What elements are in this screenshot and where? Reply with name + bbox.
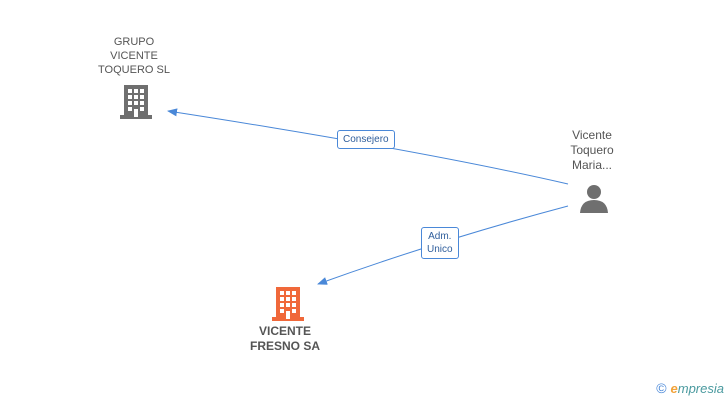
node-label-grupo[interactable]: GRUPO VICENTE TOQUERO SL xyxy=(98,36,170,76)
edge-consejero xyxy=(167,108,569,185)
brand-name: mpresia xyxy=(677,380,724,396)
copyright-icon: © xyxy=(656,380,667,396)
node-label-fresno[interactable]: VICENTE FRESNO SA xyxy=(249,324,320,353)
building-icon[interactable] xyxy=(272,285,304,321)
edge-label-consejero: Consejero xyxy=(337,130,395,149)
node-label-person[interactable]: Vicente Toquero Maria... xyxy=(570,128,614,172)
brand-first-letter: e xyxy=(670,380,678,396)
building-icon[interactable] xyxy=(120,83,152,119)
person-icon[interactable] xyxy=(579,183,609,213)
brand-logo[interactable]: © empresia xyxy=(656,380,724,396)
edge-label-adm-unico: Adm. Unico xyxy=(421,227,459,259)
